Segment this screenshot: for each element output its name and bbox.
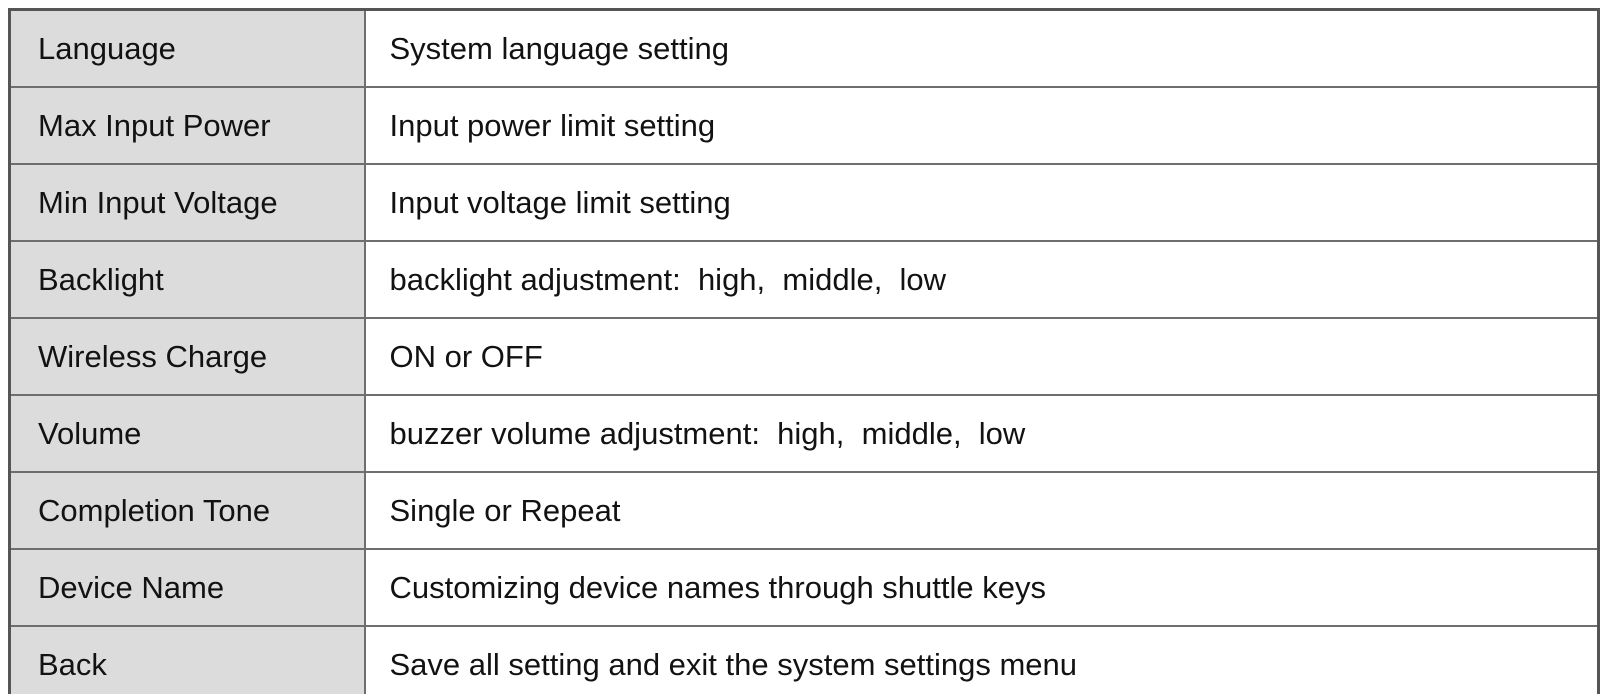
setting-name-cell: Language	[8, 8, 366, 88]
setting-description-cell: Customizing device names through shuttle…	[363, 548, 1600, 627]
table-row: Language System language setting	[8, 8, 1600, 88]
setting-name-cell: Completion Tone	[8, 471, 366, 550]
setting-name-cell: Device Name	[8, 548, 366, 627]
setting-name-cell: Volume	[8, 394, 366, 473]
system-settings-table: Language System language setting Max Inp…	[8, 8, 1600, 694]
table-row: Back Save all setting and exit the syste…	[8, 625, 1600, 694]
table-row: Backlight backlight adjustment: high, mi…	[8, 240, 1600, 319]
setting-name-cell: Back	[8, 625, 366, 694]
setting-description-cell: buzzer volume adjustment: high, middle, …	[363, 394, 1600, 473]
setting-description-cell: Single or Repeat	[363, 471, 1600, 550]
setting-name-cell: Max Input Power	[8, 86, 366, 165]
setting-description-cell: ON or OFF	[363, 317, 1600, 396]
setting-name-cell: Min Input Voltage	[8, 163, 366, 242]
table-row: Volume buzzer volume adjustment: high, m…	[8, 394, 1600, 473]
table-row: Max Input Power Input power limit settin…	[8, 86, 1600, 165]
setting-description-cell: System language setting	[363, 8, 1600, 88]
table-row: Min Input Voltage Input voltage limit se…	[8, 163, 1600, 242]
setting-description-cell: Save all setting and exit the system set…	[363, 625, 1600, 694]
setting-description-cell: Input power limit setting	[363, 86, 1600, 165]
table-row: Device Name Customizing device names thr…	[8, 548, 1600, 627]
setting-name-cell: Wireless Charge	[8, 317, 366, 396]
setting-description-cell: Input voltage limit setting	[363, 163, 1600, 242]
table-row: Wireless Charge ON or OFF	[8, 317, 1600, 396]
setting-name-cell: Backlight	[8, 240, 366, 319]
table-row: Completion Tone Single or Repeat	[8, 471, 1600, 550]
setting-description-cell: backlight adjustment: high, middle, low	[363, 240, 1600, 319]
